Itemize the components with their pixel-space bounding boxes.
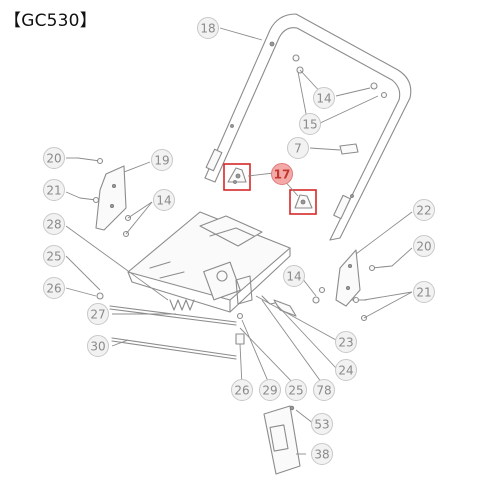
callout-label-23: 23: [338, 336, 353, 350]
callout-circle: [43, 245, 65, 267]
left-lower-bracket: [95, 165, 127, 231]
right-lower-bracket: [335, 249, 361, 307]
rod-30: [111, 337, 237, 360]
left-bolts: [77, 157, 132, 238]
callout-circle: [43, 277, 65, 299]
callout-circle: [153, 189, 175, 211]
callout-label-38: 38: [314, 448, 329, 462]
callout-label-25: 25: [46, 250, 61, 264]
model-title: 【GC530】: [4, 11, 97, 31]
callout-label-28: 28: [46, 218, 61, 232]
callout-label-25: 25: [288, 384, 303, 398]
callout-label-24: 24: [338, 364, 353, 378]
part-17-lever-right: [294, 194, 313, 209]
callout-circle: [285, 379, 307, 401]
callout-circle: [413, 199, 435, 221]
callout-circle: [43, 147, 65, 169]
callout-label-26: 26: [46, 282, 61, 296]
callout-label-20: 20: [416, 240, 431, 254]
highlight-box-right: [289, 189, 317, 215]
callout-circle: [287, 137, 309, 159]
leader-lines: [65, 27, 413, 455]
callout-label-15: 15: [302, 118, 317, 132]
callout-label-14: 14: [156, 194, 171, 208]
callout-circle: [313, 87, 335, 109]
callout-circle: [259, 379, 281, 401]
callout-label-18: 18: [200, 22, 215, 36]
callout-label-14: 14: [286, 270, 301, 284]
callout-circle: [43, 213, 65, 235]
callout-label-21: 21: [46, 184, 61, 198]
callout-circle: [231, 379, 253, 401]
callout-circle-highlighted: [271, 163, 293, 185]
callout-label-27: 27: [90, 308, 105, 322]
callout-label-30: 30: [90, 340, 105, 354]
callout-label-21: 21: [416, 286, 431, 300]
spring-28: [169, 299, 195, 311]
callout-circle: [87, 303, 109, 325]
callout-label-53: 53: [314, 418, 329, 432]
callout-circle: [335, 359, 357, 381]
callout-circle: [197, 17, 219, 39]
callout-circle: [43, 179, 65, 201]
callout-label-19: 19: [154, 154, 169, 168]
part-7-clip: [339, 143, 359, 155]
top-bolts: [292, 54, 388, 99]
small-parts-center: [96, 292, 297, 345]
callout-label-14: 14: [316, 92, 331, 106]
upper-handle: [204, 13, 412, 241]
callout-circle: [413, 281, 435, 303]
callout-circle: [283, 265, 305, 287]
callout-label-20: 20: [46, 152, 61, 166]
callout-circle: [311, 443, 333, 465]
callout-circle: [313, 379, 335, 401]
callout-circle: [413, 235, 435, 257]
callout-circle: [299, 113, 321, 135]
callout-circle: [335, 331, 357, 353]
callout-circle: [87, 335, 109, 357]
callout-label-78: 78: [316, 384, 331, 398]
callout-label-22: 22: [416, 204, 431, 218]
deck-cover: [127, 211, 291, 313]
right-bolts: [312, 264, 393, 322]
callout-label-7: 7: [294, 142, 302, 156]
bottom-plate-38: [263, 405, 301, 475]
callout-label-26: 26: [234, 384, 249, 398]
callout-circle: [151, 149, 173, 171]
callout-label-17: 17: [274, 168, 291, 182]
callout-circle: [311, 413, 333, 435]
callout-label-29: 29: [262, 384, 277, 398]
highlight-box-left: [223, 163, 251, 191]
part-17-lever-left: [227, 167, 247, 184]
